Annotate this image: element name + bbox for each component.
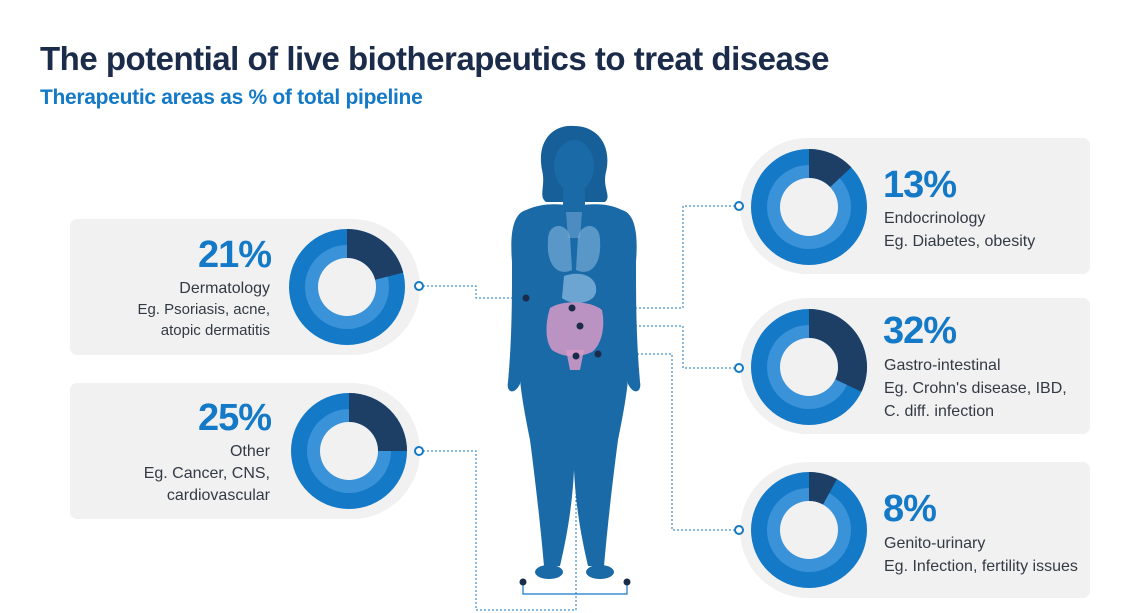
area-example-endocrinology-1: Eg. Diabetes, obesity xyxy=(884,233,1036,250)
donut-segment-gastro xyxy=(809,309,867,392)
area-name-genito: Genito-urinary xyxy=(884,535,986,552)
area-example-gastro-1: Eg. Crohn's disease, IBD, xyxy=(884,380,1067,397)
area-example-other-2: cardiovascular xyxy=(166,487,270,504)
page-title: The potential of live biotherapeutics to… xyxy=(40,40,830,77)
donut-hole xyxy=(780,501,838,559)
connector-dot-genito xyxy=(734,525,744,535)
area-name-endocrinology: Endocrinology xyxy=(884,210,986,227)
connector-dot-other xyxy=(414,446,424,456)
organs xyxy=(546,212,604,370)
donut-endocrinology xyxy=(751,149,867,265)
pct-endocrinology: 13% xyxy=(883,164,957,206)
donut-hole xyxy=(318,258,376,316)
area-example-dermatology-1: Eg. Psoriasis, acne, xyxy=(137,301,270,318)
connector-dot-endocrinology xyxy=(734,201,744,211)
donut-hole xyxy=(780,338,838,396)
pct-genito: 8% xyxy=(883,488,937,530)
donut-dermatology xyxy=(289,229,405,345)
donut-segment-other xyxy=(349,393,407,451)
connector-dot-gastro xyxy=(734,363,744,373)
donut-segment-endocrinology xyxy=(809,149,852,188)
pct-dermatology: 21% xyxy=(197,234,272,276)
donut-other xyxy=(291,393,407,509)
donut-genito xyxy=(751,472,867,588)
area-name-gastro: Gastro-intestinal xyxy=(884,357,1001,374)
donut-segment-genito xyxy=(809,472,837,505)
area-name-other: Other xyxy=(229,443,270,460)
area-example-other-1: Eg. Cancer, CNS, xyxy=(143,465,270,482)
pct-gastro: 32% xyxy=(883,310,957,352)
area-example-gastro-2: C. diff. infection xyxy=(884,403,994,420)
area-example-dermatology-2: atopic dermatitis xyxy=(160,322,270,339)
donut-segment-dermatology xyxy=(347,229,404,280)
donut-hole xyxy=(320,422,378,480)
pct-other: 25% xyxy=(197,397,272,439)
area-name-dermatology: Dermatology xyxy=(179,280,270,297)
donut-gastro xyxy=(751,309,867,425)
connector-dot-dermatology xyxy=(414,281,424,291)
area-example-genito-1: Eg. Infection, fertility issues xyxy=(884,558,1078,575)
page-subtitle: Therapeutic areas as % of total pipeline xyxy=(40,86,423,109)
donut-hole xyxy=(780,178,838,236)
